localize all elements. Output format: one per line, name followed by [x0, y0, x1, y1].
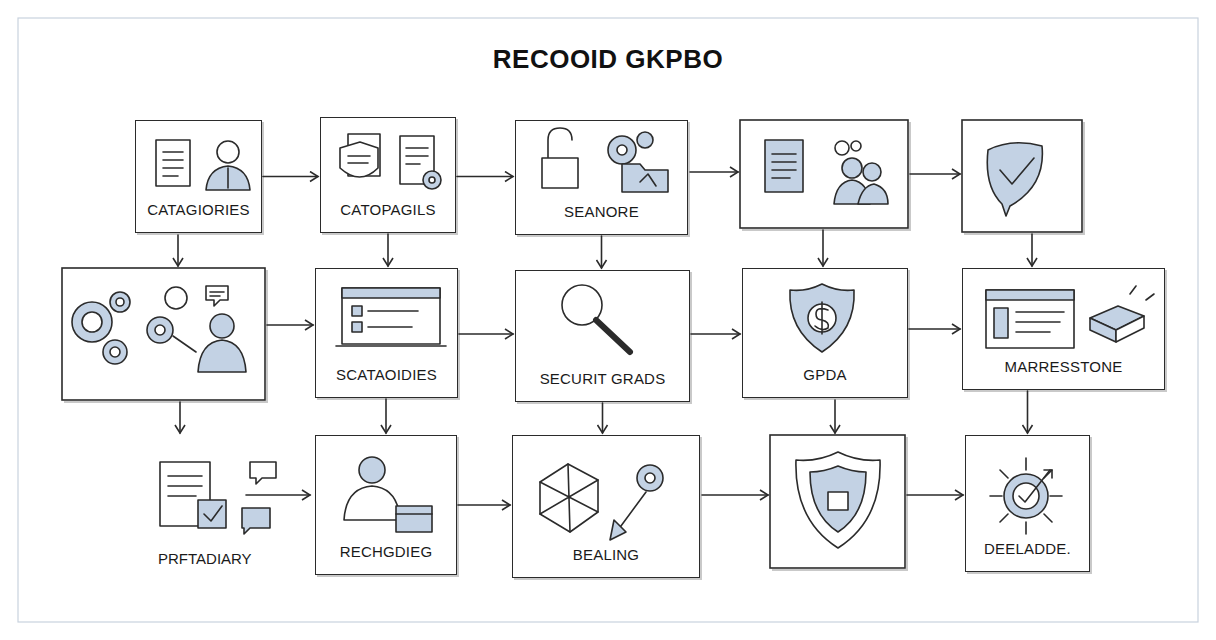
free-label: PRFTADIARY — [158, 550, 252, 567]
arrow — [178, 172, 1032, 495]
process-box: RECHGDIEG — [315, 435, 457, 575]
document-icon — [156, 140, 190, 186]
shield-dollar-icon — [790, 284, 854, 352]
connector-arrow — [458, 504, 510, 506]
connector-arrow — [691, 333, 740, 335]
connector-arrow — [1027, 391, 1029, 433]
process-box: DEELADDE. — [965, 435, 1090, 572]
connector-arrow — [263, 176, 318, 178]
process-box: CATAGIORIES — [135, 120, 262, 233]
shield-document-icon — [340, 134, 441, 189]
browser-box-icon — [986, 286, 1154, 348]
lock-gear-folder-icon — [542, 128, 668, 192]
box-label: SECURIT GRADS — [540, 370, 666, 387]
box-label: DEELADDE. — [984, 540, 1071, 557]
browser-checklist-icon — [336, 288, 446, 346]
box-label: RECHGDIEG — [340, 543, 433, 560]
connector-arrow — [602, 403, 604, 433]
person-icon — [206, 141, 250, 190]
connector-arrow — [387, 234, 389, 266]
polyhedron-gear-icon — [540, 464, 663, 540]
box-label: SEANORE — [564, 203, 639, 220]
box-label: SCATAOIDIES — [336, 366, 437, 383]
shield-icon — [796, 452, 880, 548]
process-box: BEALING — [512, 435, 700, 578]
process-box: GPDA — [742, 268, 908, 398]
process-box: MARRESSTONE — [962, 268, 1165, 390]
box-label: BEALING — [573, 546, 639, 563]
gears-person-icon — [72, 286, 246, 372]
process-box: SCATAOIDIES — [315, 268, 458, 398]
connector-arrow — [601, 236, 603, 268]
document-people-icon — [765, 140, 888, 204]
connector-arrow — [457, 176, 513, 178]
process-box: CATOPAGILS — [320, 117, 456, 233]
diagram-title: RECOOID GKPBO — [0, 44, 1216, 75]
connector-arrow — [459, 333, 513, 335]
box-label: GPDA — [803, 366, 846, 383]
box-label: CATOPAGILS — [340, 201, 435, 218]
connector-arrow — [385, 399, 387, 433]
plain-box — [62, 120, 1082, 568]
document-check-icon — [160, 462, 276, 534]
shield-check-icon — [987, 143, 1042, 216]
person-box-icon — [344, 457, 432, 532]
target-icon — [990, 458, 1062, 534]
process-box: SECURIT GRADS — [515, 270, 690, 402]
box-label: MARRESSTONE — [1005, 358, 1123, 375]
process-box: SEANORE — [515, 120, 688, 235]
connector-arrow — [909, 328, 960, 330]
box-label: CATAGIORIES — [147, 201, 250, 218]
magnifier-icon — [562, 285, 630, 352]
frame — [18, 18, 1198, 622]
